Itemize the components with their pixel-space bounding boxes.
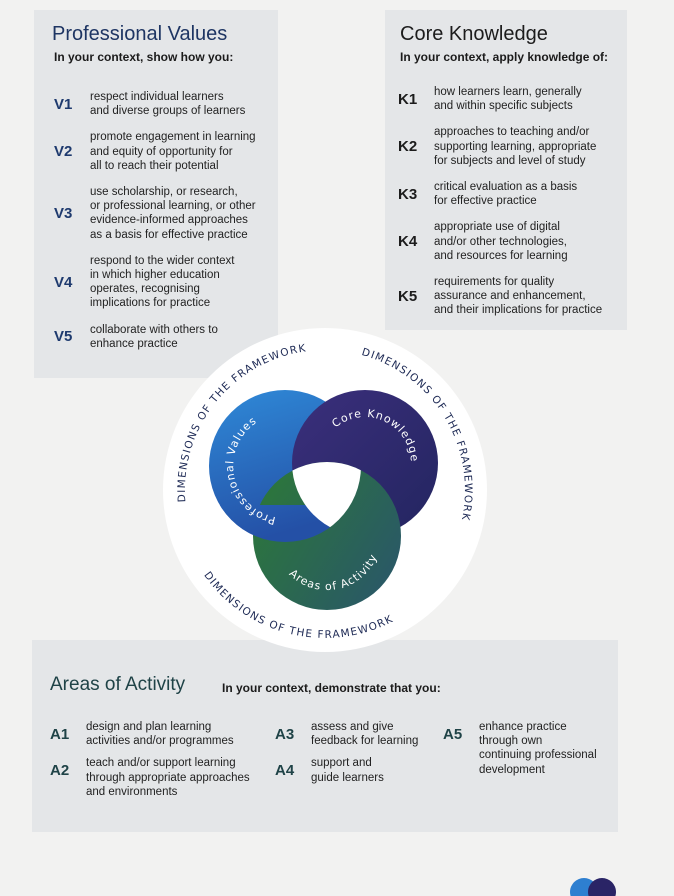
item-code: V4 xyxy=(54,273,73,291)
list-item: A5 enhance practice through own continuin… xyxy=(443,720,597,777)
item-text: promote engagement in learning and equit… xyxy=(90,131,256,172)
professional-values-title: Professional Values xyxy=(52,23,228,45)
core-knowledge-panel: Core Knowledge In your context, apply kn… xyxy=(385,10,627,330)
item-code: A1 xyxy=(50,726,70,743)
item-code: A3 xyxy=(275,726,295,743)
item-code: A2 xyxy=(50,762,70,780)
item-code: V3 xyxy=(54,204,73,222)
item-code: K3 xyxy=(398,185,418,203)
list-item: V3 use scholarship, or research, or profe… xyxy=(54,185,256,242)
list-item: K5 requirements for quality assurance and… xyxy=(398,275,602,318)
item-text: appropriate use of digital and/or other … xyxy=(434,221,568,262)
item-code: V2 xyxy=(54,143,73,161)
item-text: requirements for quality assurance and e… xyxy=(434,276,603,317)
professional-values-panel: Professional Values In your context, sho… xyxy=(34,10,278,378)
list-item: V4 respond to the wider context in which … xyxy=(54,254,256,311)
item-text: critical evaluation as a basis for effec… xyxy=(434,181,578,208)
professional-values-subtitle: In your context, show how you: xyxy=(54,50,234,64)
item-code: V1 xyxy=(54,95,73,113)
activity-column: A5 enhance practice through own continuin… xyxy=(443,720,597,785)
list-item: K1 how learners learn, generally and with… xyxy=(398,85,602,113)
item-text: teach and/or support learning through ap… xyxy=(86,757,250,798)
core-knowledge-subtitle: In your context, apply knowledge of: xyxy=(400,50,609,64)
areas-of-activity-subtitle: In your context, demonstrate that you: xyxy=(222,681,441,695)
item-text: respond to the wider context in which hi… xyxy=(90,254,235,310)
item-text: use scholarship, or research, or profess… xyxy=(90,186,256,241)
list-item: A2 teach and/or support learning through … xyxy=(50,756,250,799)
corner-decoration-purple xyxy=(588,878,616,896)
item-text: approaches to teaching and/or supporting… xyxy=(434,126,597,167)
areas-of-activity-title: Areas of Activity xyxy=(50,674,186,695)
areas-of-activity-panel: Areas of Activity In your context, demon… xyxy=(32,640,618,832)
list-item: V2 promote engagement in learning and equ… xyxy=(54,130,256,173)
core-knowledge-title: Core Knowledge xyxy=(400,23,548,45)
professional-values-list: V1 respect individual learners and divers… xyxy=(54,90,256,363)
item-code: K1 xyxy=(398,90,418,108)
areas-of-activity-circle xyxy=(253,462,401,610)
center-hole xyxy=(292,462,361,536)
item-text: collaborate with others to enhance pract… xyxy=(90,323,218,350)
list-item: V1 respect individual learners and divers… xyxy=(54,90,256,118)
item-code: A5 xyxy=(443,726,463,743)
professional-values-overlap xyxy=(219,505,330,542)
item-code: K2 xyxy=(398,138,418,156)
list-item: A1 design and plan learning activities an… xyxy=(50,720,250,748)
list-item: K4 appropriate use of digital and/or othe… xyxy=(398,220,602,263)
item-text: design and plan learning activities and/… xyxy=(86,721,234,748)
item-code: K4 xyxy=(398,233,418,251)
activity-column: A1 design and plan learning activities an… xyxy=(50,720,250,807)
list-item: K2 approaches to teaching and/or supporti… xyxy=(398,125,602,168)
item-code: A4 xyxy=(275,762,295,780)
item-code: K5 xyxy=(398,287,418,305)
item-text: assess and give feedback for learning xyxy=(311,721,419,748)
item-text: how learners learn, generally and within… xyxy=(434,86,582,113)
item-code: V5 xyxy=(54,328,73,346)
list-item: V5 collaborate with others to enhance pra… xyxy=(54,323,256,351)
list-item: A4 support and guide learners xyxy=(275,756,418,784)
item-text: enhance practice through own continuing … xyxy=(479,721,597,776)
list-item: K3 critical evaluation as a basis for eff… xyxy=(398,180,602,208)
item-text: respect individual learners and diverse … xyxy=(90,91,246,118)
list-item: A3 assess and give feedback for learning xyxy=(275,720,418,748)
core-knowledge-list: K1 how learners learn, generally and with… xyxy=(398,85,602,330)
item-text: support and guide learners xyxy=(311,757,384,784)
